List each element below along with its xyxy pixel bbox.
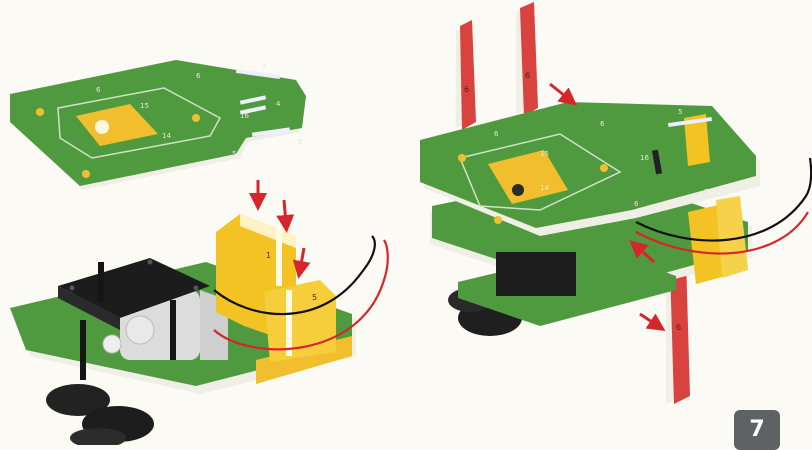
left-board-label-6: 14: [162, 132, 171, 140]
arrow-down-2: [284, 200, 286, 224]
right-board-label-3: 15: [540, 150, 549, 158]
left-board-label-5: 16: [240, 112, 249, 120]
left-panel-label-1: 5: [312, 293, 317, 302]
left-board-label-3: 4: [276, 100, 281, 108]
left-panel-label-0: 1: [266, 251, 271, 260]
left-board-label-1: 6: [196, 72, 201, 80]
right-assembly: 6 6 6 6 6 5 15: [420, 2, 811, 404]
arrow-right-1: [550, 84, 570, 100]
right-board-label-1: 6: [600, 120, 605, 128]
left-board-label-0: 6: [96, 86, 101, 94]
side-panel-label-1: 6: [525, 71, 530, 80]
right-board-label-2: 5: [678, 108, 682, 116]
step-number-badge: 7: [734, 410, 780, 450]
right-board-label-7: 5: [704, 188, 708, 196]
left-board-label-2: 5: [262, 62, 266, 70]
right-board-label-4: 16: [640, 154, 649, 162]
left-board-label-7: 5: [298, 138, 302, 146]
arrow-right-3: [640, 314, 658, 326]
right-board-label-5: 14: [540, 184, 549, 192]
right-board-label-0: 6: [494, 130, 499, 138]
arrow-down-3: [300, 248, 304, 270]
left-assembly: 6 6 5 4 15 16 14 5 5: [10, 60, 388, 445]
left-board-label-8: 5: [232, 150, 236, 158]
side-panel-label-0: 6: [464, 85, 469, 94]
left-board-label-4: 15: [140, 102, 149, 110]
right-board-label-6: 6: [634, 200, 639, 208]
left-top-board: 6 6 5 4 15 16 14 5 5: [10, 60, 306, 190]
side-panel-label-2: 6: [676, 323, 681, 332]
